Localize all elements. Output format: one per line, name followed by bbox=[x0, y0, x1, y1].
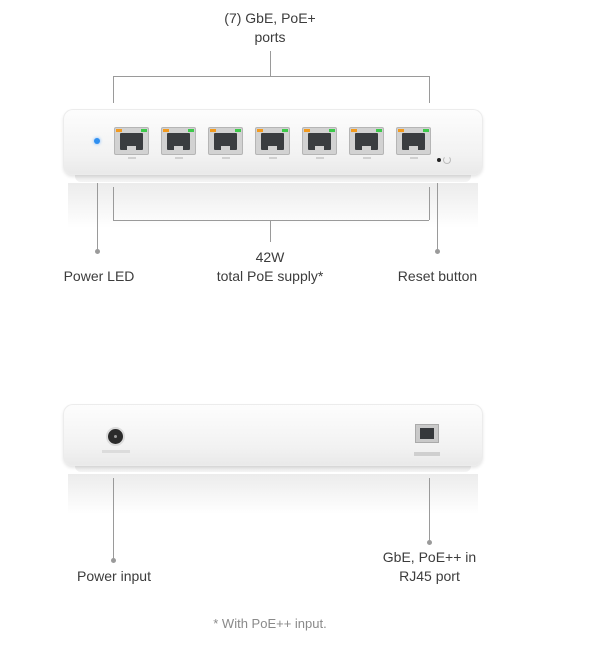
front-reflection bbox=[68, 183, 478, 228]
ports-bracket-left bbox=[113, 76, 114, 103]
switch-rear bbox=[63, 404, 483, 466]
poe-bracket-stem bbox=[270, 220, 271, 242]
rear-reflection bbox=[68, 474, 478, 514]
port-number-marking bbox=[269, 157, 277, 159]
reset-leader-dot bbox=[435, 249, 440, 254]
poe-port-3[interactable] bbox=[208, 127, 243, 155]
reset-button-label: Reset button bbox=[397, 268, 478, 284]
poe-supply-label: 42W total PoE supply* bbox=[216, 249, 324, 284]
front-device-base bbox=[75, 172, 471, 182]
poe-port-1[interactable] bbox=[114, 127, 149, 155]
ports-bracket-bar bbox=[113, 76, 429, 77]
power-led-leader-dot bbox=[95, 249, 100, 254]
ports-bracket-stem bbox=[270, 51, 271, 76]
power-input-marking bbox=[102, 450, 130, 453]
power-led-leader bbox=[97, 183, 98, 251]
port-number-marking bbox=[175, 157, 183, 159]
port-number-marking bbox=[363, 157, 371, 159]
power-input-leader-dot bbox=[111, 558, 116, 563]
power-led-label: Power LED bbox=[63, 268, 135, 284]
uplink-port-tag bbox=[414, 452, 440, 456]
power-input-jack[interactable] bbox=[106, 427, 125, 446]
footnote: * With PoE++ input. bbox=[213, 616, 327, 631]
uplink-leader bbox=[429, 478, 430, 542]
poe-port-4[interactable] bbox=[255, 127, 290, 155]
reset-button[interactable] bbox=[437, 158, 441, 162]
poe-port-6[interactable] bbox=[349, 127, 384, 155]
poe-port-7[interactable] bbox=[396, 127, 431, 155]
port-number-marking bbox=[316, 157, 324, 159]
ports-label: (7) GbE, PoE+ ports bbox=[224, 10, 316, 45]
poe-bracket-right bbox=[429, 187, 430, 220]
power-input-label: Power input bbox=[77, 568, 151, 584]
power-input-leader bbox=[113, 478, 114, 560]
poe-bracket-left bbox=[113, 187, 114, 220]
reset-icon bbox=[443, 156, 451, 164]
port-number-marking bbox=[410, 157, 418, 159]
uplink-rj45-port[interactable] bbox=[415, 424, 439, 443]
port-number-marking bbox=[128, 157, 136, 159]
power-led-indicator bbox=[94, 138, 100, 144]
poe-bracket-bar bbox=[113, 220, 429, 221]
uplink-port-label: GbE, PoE++ in RJ45 port bbox=[382, 549, 477, 584]
rear-device-base bbox=[75, 462, 471, 472]
poe-port-2[interactable] bbox=[161, 127, 196, 155]
ports-bracket-right bbox=[429, 76, 430, 103]
port-number-marking bbox=[222, 157, 230, 159]
poe-port-5[interactable] bbox=[302, 127, 337, 155]
uplink-leader-dot bbox=[427, 540, 432, 545]
reset-leader bbox=[437, 183, 438, 251]
